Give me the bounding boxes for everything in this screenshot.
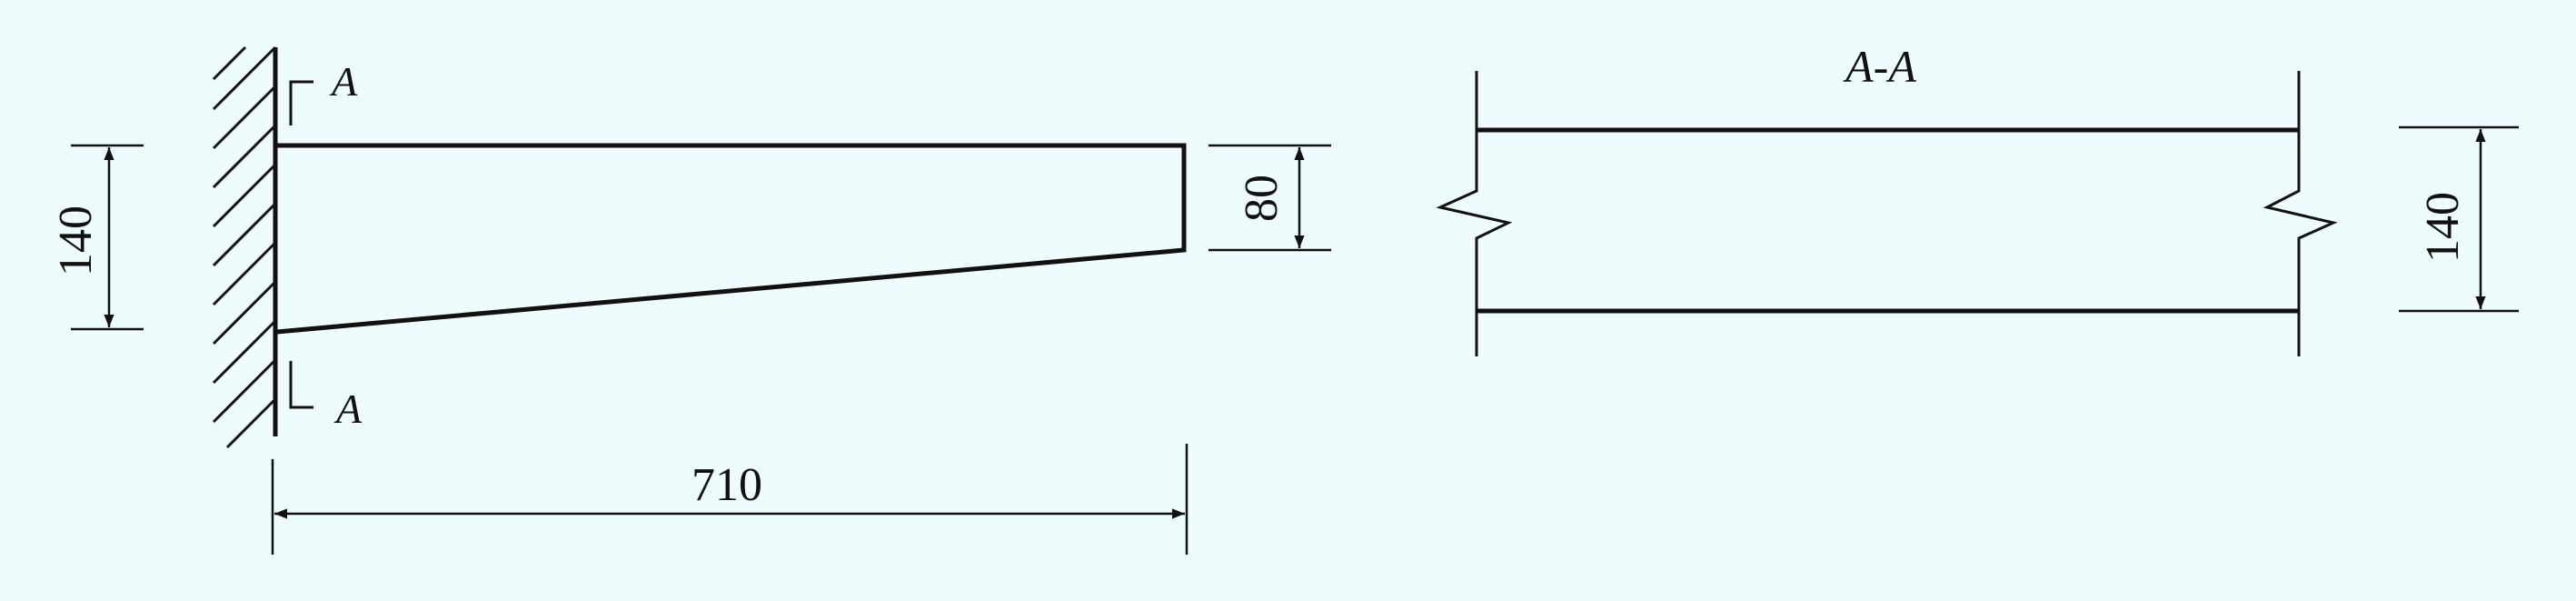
dimension-section-height-value: 140: [2417, 192, 2469, 263]
section-mark-top: A: [289, 58, 358, 125]
dimension-length-value: 710: [691, 459, 762, 511]
dimension-tip-height: 80: [1208, 144, 1331, 252]
section-mark-bottom-label: A: [333, 386, 363, 432]
section-a-a-view: A-A 140: [1436, 41, 2519, 356]
cantilever-side-view: A A 140 80 710: [50, 45, 1331, 555]
section-title: A-A: [1843, 41, 1916, 92]
fixed-wall: [212, 45, 278, 449]
beam-outline: [276, 143, 1187, 335]
dimension-root-height-value: 140: [50, 205, 102, 276]
dimension-section-height: 140: [2399, 125, 2519, 313]
break-line-right: [2263, 71, 2338, 356]
break-line-left: [1436, 71, 1513, 356]
dimension-length: 710: [271, 444, 1189, 555]
section-mark-bottom: A: [289, 361, 363, 432]
section-mark-top-label: A: [329, 58, 358, 105]
dimension-root-height: 140: [50, 144, 144, 331]
wall-hatching: [212, 45, 277, 449]
dimension-tip-height-value: 80: [1236, 175, 1288, 222]
